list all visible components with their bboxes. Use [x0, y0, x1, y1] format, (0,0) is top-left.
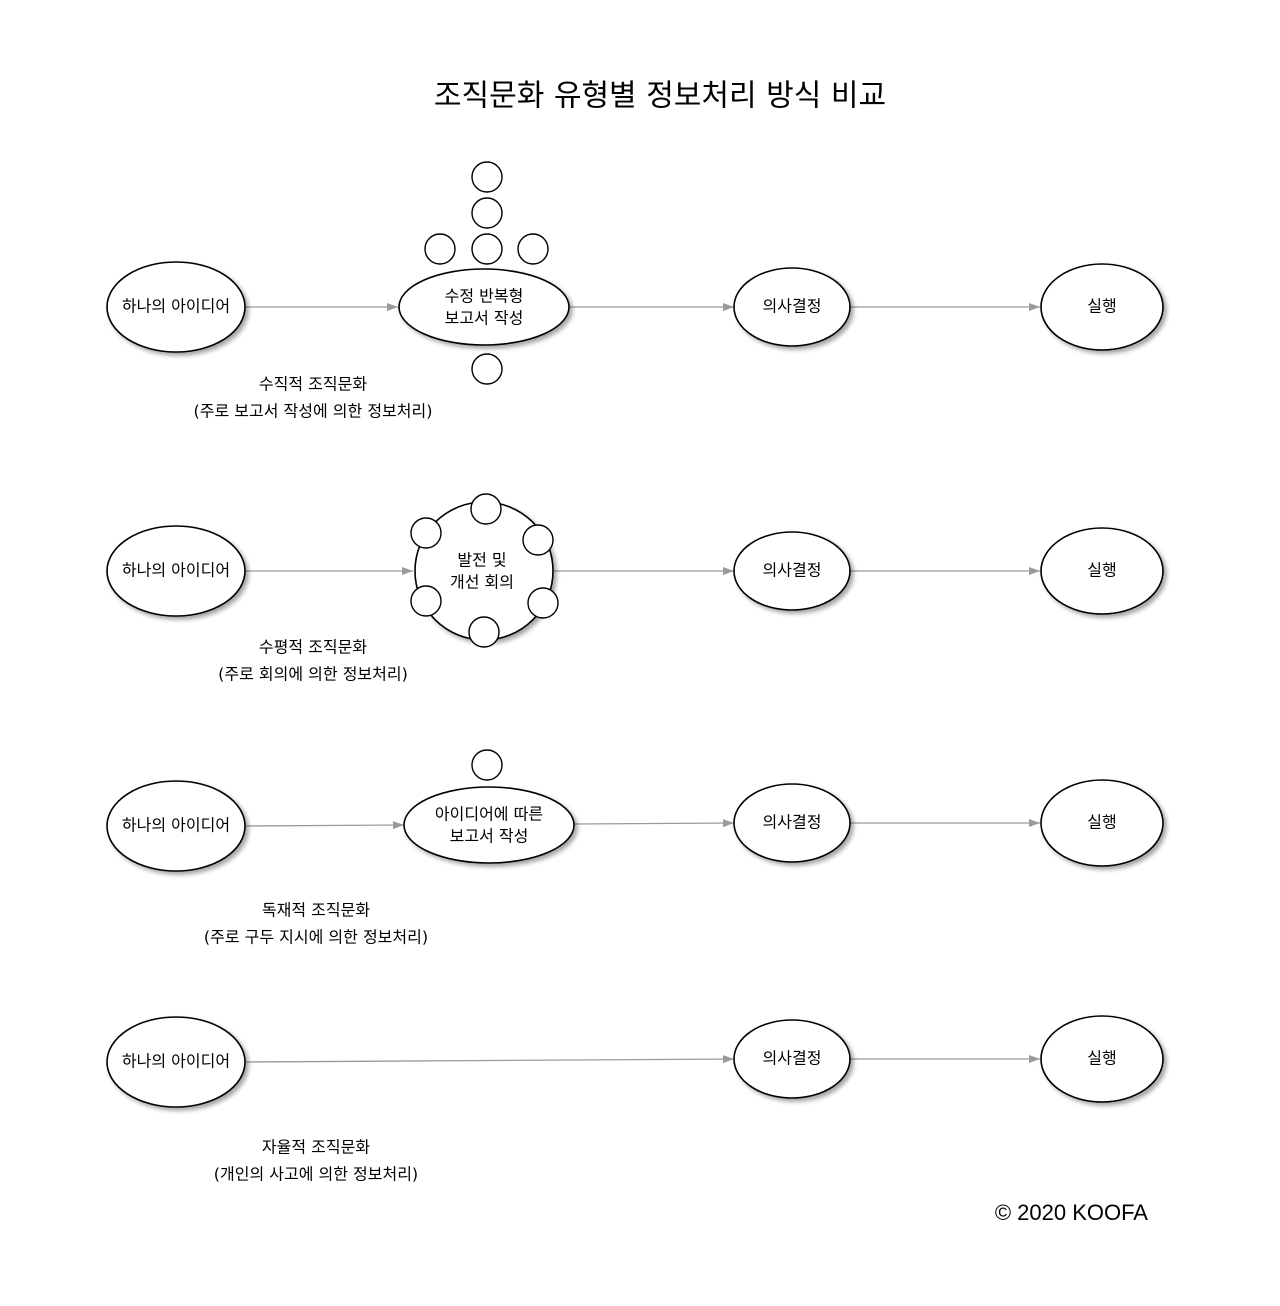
decision-label: 의사결정 — [763, 297, 822, 316]
row-autocratic: 하나의 아이디어 아이디어에 따른 보고서 작성 의사결정 실행 독재적 조직문… — [106, 749, 1164, 947]
participant-circle — [470, 493, 502, 525]
reviewer-circle — [471, 161, 503, 193]
reviewer-circle — [471, 197, 503, 229]
idea-node — [106, 261, 246, 353]
culture-caption-desc: (주로 회의에 의한 정보처리) — [218, 665, 408, 684]
process-label-line1: 아이디어에 따른 — [435, 805, 543, 824]
execution-label: 실행 — [1087, 297, 1116, 316]
idea-node — [106, 525, 246, 617]
diagram-title: 조직문화 유형별 정보처리 방식 비교 — [434, 79, 886, 114]
arrow-idea-to-decision — [245, 1055, 735, 1064]
idea-node — [106, 780, 246, 872]
process-label-line2: 개선 회의 — [450, 573, 514, 592]
reviewer-circle — [517, 233, 549, 265]
execution-label: 실행 — [1087, 561, 1116, 580]
process-label-line1: 발전 및 — [457, 551, 506, 570]
idea-label: 하나의 아이디어 — [122, 561, 230, 580]
decision-node — [733, 1019, 851, 1099]
participant-circle — [522, 524, 554, 556]
idea-label: 하나의 아이디어 — [122, 297, 230, 316]
row-vertical: 하나의 아이디어 수정 반복형 보고서 작성 의사결정 실행 수직적 조직문화 … — [106, 161, 1164, 421]
participant-circle — [410, 517, 442, 549]
execution-label: 실행 — [1087, 1049, 1116, 1068]
reviewer-circle — [471, 353, 503, 385]
arrow-idea-to-process — [245, 821, 405, 830]
row-autonomous: 하나의 아이디어 의사결정 실행 자율적 조직문화 (개인의 사고에 의한 정보… — [106, 1015, 1164, 1184]
execution-node — [1040, 779, 1164, 867]
execution-node — [1040, 263, 1164, 351]
participant-circle — [410, 585, 442, 617]
culture-caption-title: 자율적 조직문화 — [262, 1138, 370, 1157]
process-label-line1: 수정 반복형 — [445, 287, 524, 306]
process-label-line2: 보고서 작성 — [450, 827, 529, 846]
culture-caption-desc: (주로 구두 지시에 의한 정보처리) — [204, 928, 428, 947]
decision-node — [733, 783, 851, 863]
idea-label: 하나의 아이디어 — [122, 816, 230, 835]
idea-node — [106, 1016, 246, 1108]
culture-caption-title: 수직적 조직문화 — [259, 375, 367, 394]
decision-node — [733, 267, 851, 347]
idea-label: 하나의 아이디어 — [122, 1052, 230, 1071]
arrow-process-to-decision — [573, 819, 735, 828]
copyright-notice: © 2020 KOOFA — [995, 1200, 1148, 1225]
culture-caption-desc: (개인의 사고에 의한 정보처리) — [214, 1165, 418, 1184]
execution-node — [1040, 527, 1164, 615]
decision-label: 의사결정 — [763, 561, 822, 580]
reviewer-circle — [424, 233, 456, 265]
participant-circle — [468, 616, 500, 648]
process-node — [403, 786, 575, 864]
process-node — [398, 268, 570, 346]
execution-label: 실행 — [1087, 813, 1116, 832]
culture-caption-title: 수평적 조직문화 — [259, 638, 367, 657]
leader-circle — [471, 749, 503, 781]
row-horizontal: 하나의 아이디어 발전 및 개선 회의 의사결정 실행 수평적 조직문화 (주로… — [106, 493, 1164, 684]
reviewer-circle — [471, 233, 503, 265]
process-label-line2: 보고서 작성 — [445, 309, 524, 328]
decision-label: 의사결정 — [763, 1049, 822, 1068]
participant-circle — [527, 587, 559, 619]
culture-caption-title: 독재적 조직문화 — [262, 901, 370, 920]
culture-caption-desc: (주로 보고서 작성에 의한 정보처리) — [194, 402, 433, 421]
execution-node — [1040, 1015, 1164, 1103]
decision-node — [733, 531, 851, 611]
decision-label: 의사결정 — [763, 813, 822, 832]
